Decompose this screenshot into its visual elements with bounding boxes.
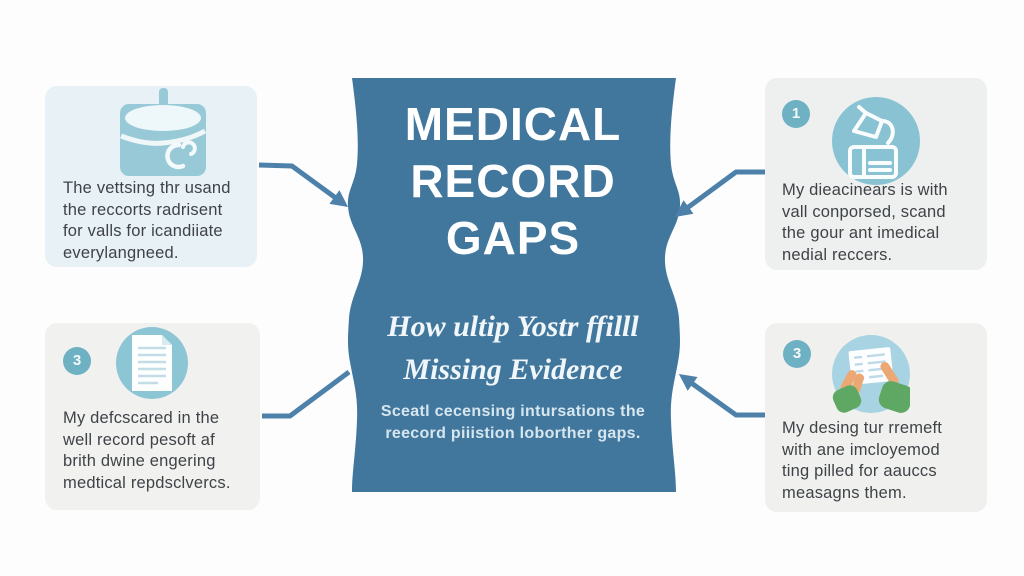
card-text-line: the gour ant imedical bbox=[782, 224, 940, 242]
title-line: RECORD bbox=[410, 155, 616, 207]
step-badge: 1 bbox=[782, 100, 810, 128]
arrow-top-right bbox=[674, 169, 765, 218]
arrow-bottom-right bbox=[678, 374, 765, 418]
card-text-line: nedial reccers. bbox=[782, 245, 893, 264]
step-badge: 3 bbox=[63, 347, 91, 375]
info-card-top-right: 1 My dieacinears is with vall conporsed,… bbox=[765, 78, 987, 270]
document-icon bbox=[116, 327, 188, 399]
center-panel-shape bbox=[347, 78, 681, 492]
card-text-line: for valls for icandiiate bbox=[63, 222, 223, 240]
card-text-line: My desing tur rremeft bbox=[782, 419, 943, 437]
info-card-bottom-left: 3 My defcscared in the well record pesof… bbox=[45, 323, 260, 510]
card-text-line: My defcscared in the bbox=[63, 409, 220, 427]
arrow-bottom-left bbox=[262, 369, 351, 419]
subtitle-line: Missing Evidence bbox=[403, 353, 623, 386]
title-line: MEDICAL bbox=[404, 98, 622, 150]
card-text-line: everylangneed. bbox=[63, 243, 179, 262]
title-line: GAPS bbox=[445, 212, 581, 264]
description-line: reecord piiistion loborther gaps. bbox=[385, 425, 641, 442]
panel-title: MEDICAL RECORD GAPS bbox=[350, 96, 676, 267]
info-card-top-left: The vettsing thr usand the reccorts radr… bbox=[45, 86, 257, 267]
card-text-line: vall conporsed, scand bbox=[782, 202, 946, 221]
card-text-bottom-right: My desing tur rremeft with ane imcloyemo… bbox=[782, 418, 942, 504]
description-line: Sceatl cecensing intursations the bbox=[380, 403, 646, 420]
info-card-bottom-right: 3 My desing tur rremeft with ane imcloye… bbox=[765, 323, 987, 512]
card-text-line: with ane imcloyemod bbox=[782, 440, 940, 459]
card-text-line: My dieacinears is with bbox=[782, 181, 948, 199]
card-text-line: brith dwine engering bbox=[63, 452, 216, 470]
card-text-line: measagns them. bbox=[782, 483, 907, 502]
pouring-records-icon bbox=[832, 97, 920, 185]
panel-subtitle: How ultip Yostr ffilll Missing Evidence bbox=[350, 305, 676, 391]
hands-checklist-icon bbox=[832, 335, 910, 413]
card-text-top-left: The vettsing thr usand the reccorts radr… bbox=[63, 178, 231, 264]
card-text-line: ting pilled for aauccs bbox=[782, 462, 937, 480]
card-text-line: the reccorts radrisent bbox=[63, 200, 223, 219]
arrow-top-left bbox=[258, 162, 349, 208]
card-text-bottom-left: My defcscared in the well record pesoft … bbox=[63, 408, 231, 494]
panel-description: Sceatl cecensing intursations the reecor… bbox=[350, 401, 676, 445]
medical-jar-icon bbox=[120, 88, 207, 176]
card-text-line: The vettsing thr usand bbox=[63, 179, 231, 197]
step-badge: 3 bbox=[783, 340, 811, 368]
card-text-line: well record pesoft af bbox=[63, 430, 215, 449]
card-text-line: medtical repdsclvercs. bbox=[63, 473, 231, 492]
card-text-top-right: My dieacinears is with vall conporsed, s… bbox=[782, 180, 948, 266]
subtitle-line: How ultip Yostr ffilll bbox=[387, 310, 639, 343]
